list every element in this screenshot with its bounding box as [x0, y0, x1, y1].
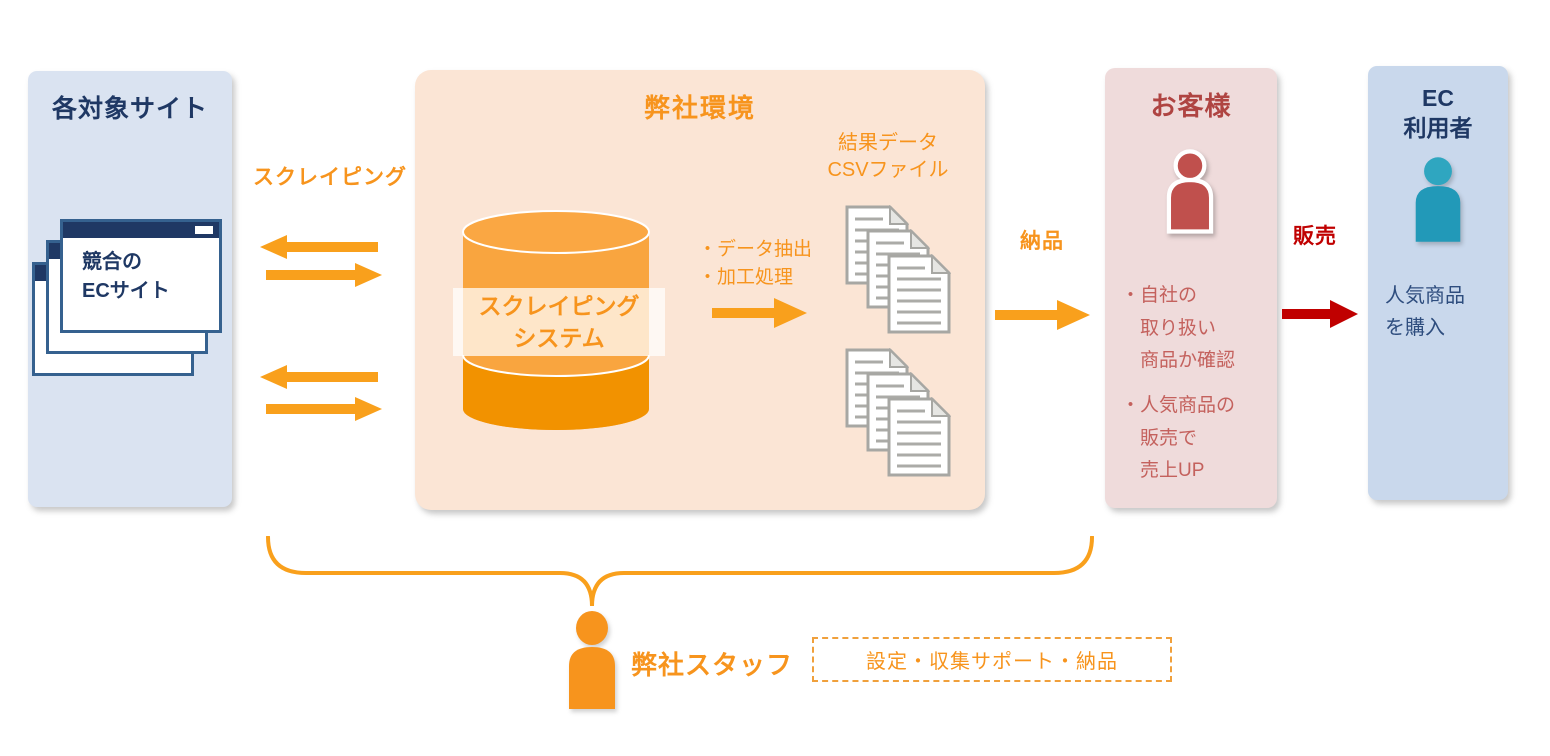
customer-bullet-1: ・自社の 取り扱い 商品か確認 [1121, 285, 1236, 372]
customer-panel: お客様 ・自社の 取り扱い 商品か確認 ・人気商品の 販売で 売上UP [1105, 68, 1277, 508]
staff-label: 弊社スタッフ [631, 650, 794, 680]
delivery-label: 納品 [1020, 230, 1064, 253]
sale-label: 販売 [1293, 225, 1337, 248]
company-env-title: 弊社環境 [643, 93, 756, 123]
system-label: スクレイピング システム [478, 292, 640, 351]
staff-person-icon [569, 611, 615, 709]
document-stack-icon [845, 205, 955, 337]
ec-person-icon [1415, 157, 1461, 242]
target-sites-panel: 各対象サイト 競合の ECサイト [28, 71, 232, 507]
csv-label: 結果データ CSVファイル [827, 132, 949, 181]
company-env-panel: 弊社環境 スクレイピング システム ・データ抽出 ・加工処理 結果データ CSV… [415, 70, 985, 510]
customer-person-icon [1166, 149, 1214, 234]
window-button-icon [195, 226, 213, 234]
right-arrow-icon [712, 298, 807, 328]
target-sites-title: 各対象サイト [51, 95, 208, 123]
staff-tasks-box: 設定・収集サポート・納品 [812, 637, 1172, 682]
browser-window-icon: 競合の ECサイト [60, 219, 222, 333]
double-arrow-icon [260, 235, 382, 287]
scraping-label: スクレイピング [253, 166, 407, 189]
browser-window-stack: 競合の ECサイト [28, 71, 232, 507]
ec-user-text: 人気商品 を購入 [1385, 285, 1465, 339]
right-arrow-icon [1282, 300, 1358, 328]
system-label-band: スクレイピング システム [453, 288, 665, 356]
right-arrow-icon [995, 300, 1090, 330]
staff-tasks-text: 設定・収集サポート・納品 [866, 651, 1118, 673]
document-stack-icon [845, 348, 955, 480]
window-titlebar [63, 222, 219, 238]
ec-user-panel: EC 利用者 人気商品 を購入 [1368, 66, 1508, 500]
brace-icon [266, 536, 1094, 607]
window-label: 競合の ECサイト [82, 251, 170, 302]
customer-title: お客様 [1150, 91, 1232, 121]
double-arrow-icon [260, 365, 382, 421]
process-bullets: ・データ抽出 ・加工処理 [698, 239, 813, 288]
ec-user-title: EC 利用者 [1403, 85, 1473, 141]
customer-bullet-2: ・人気商品の 販売で 売上UP [1121, 395, 1236, 482]
